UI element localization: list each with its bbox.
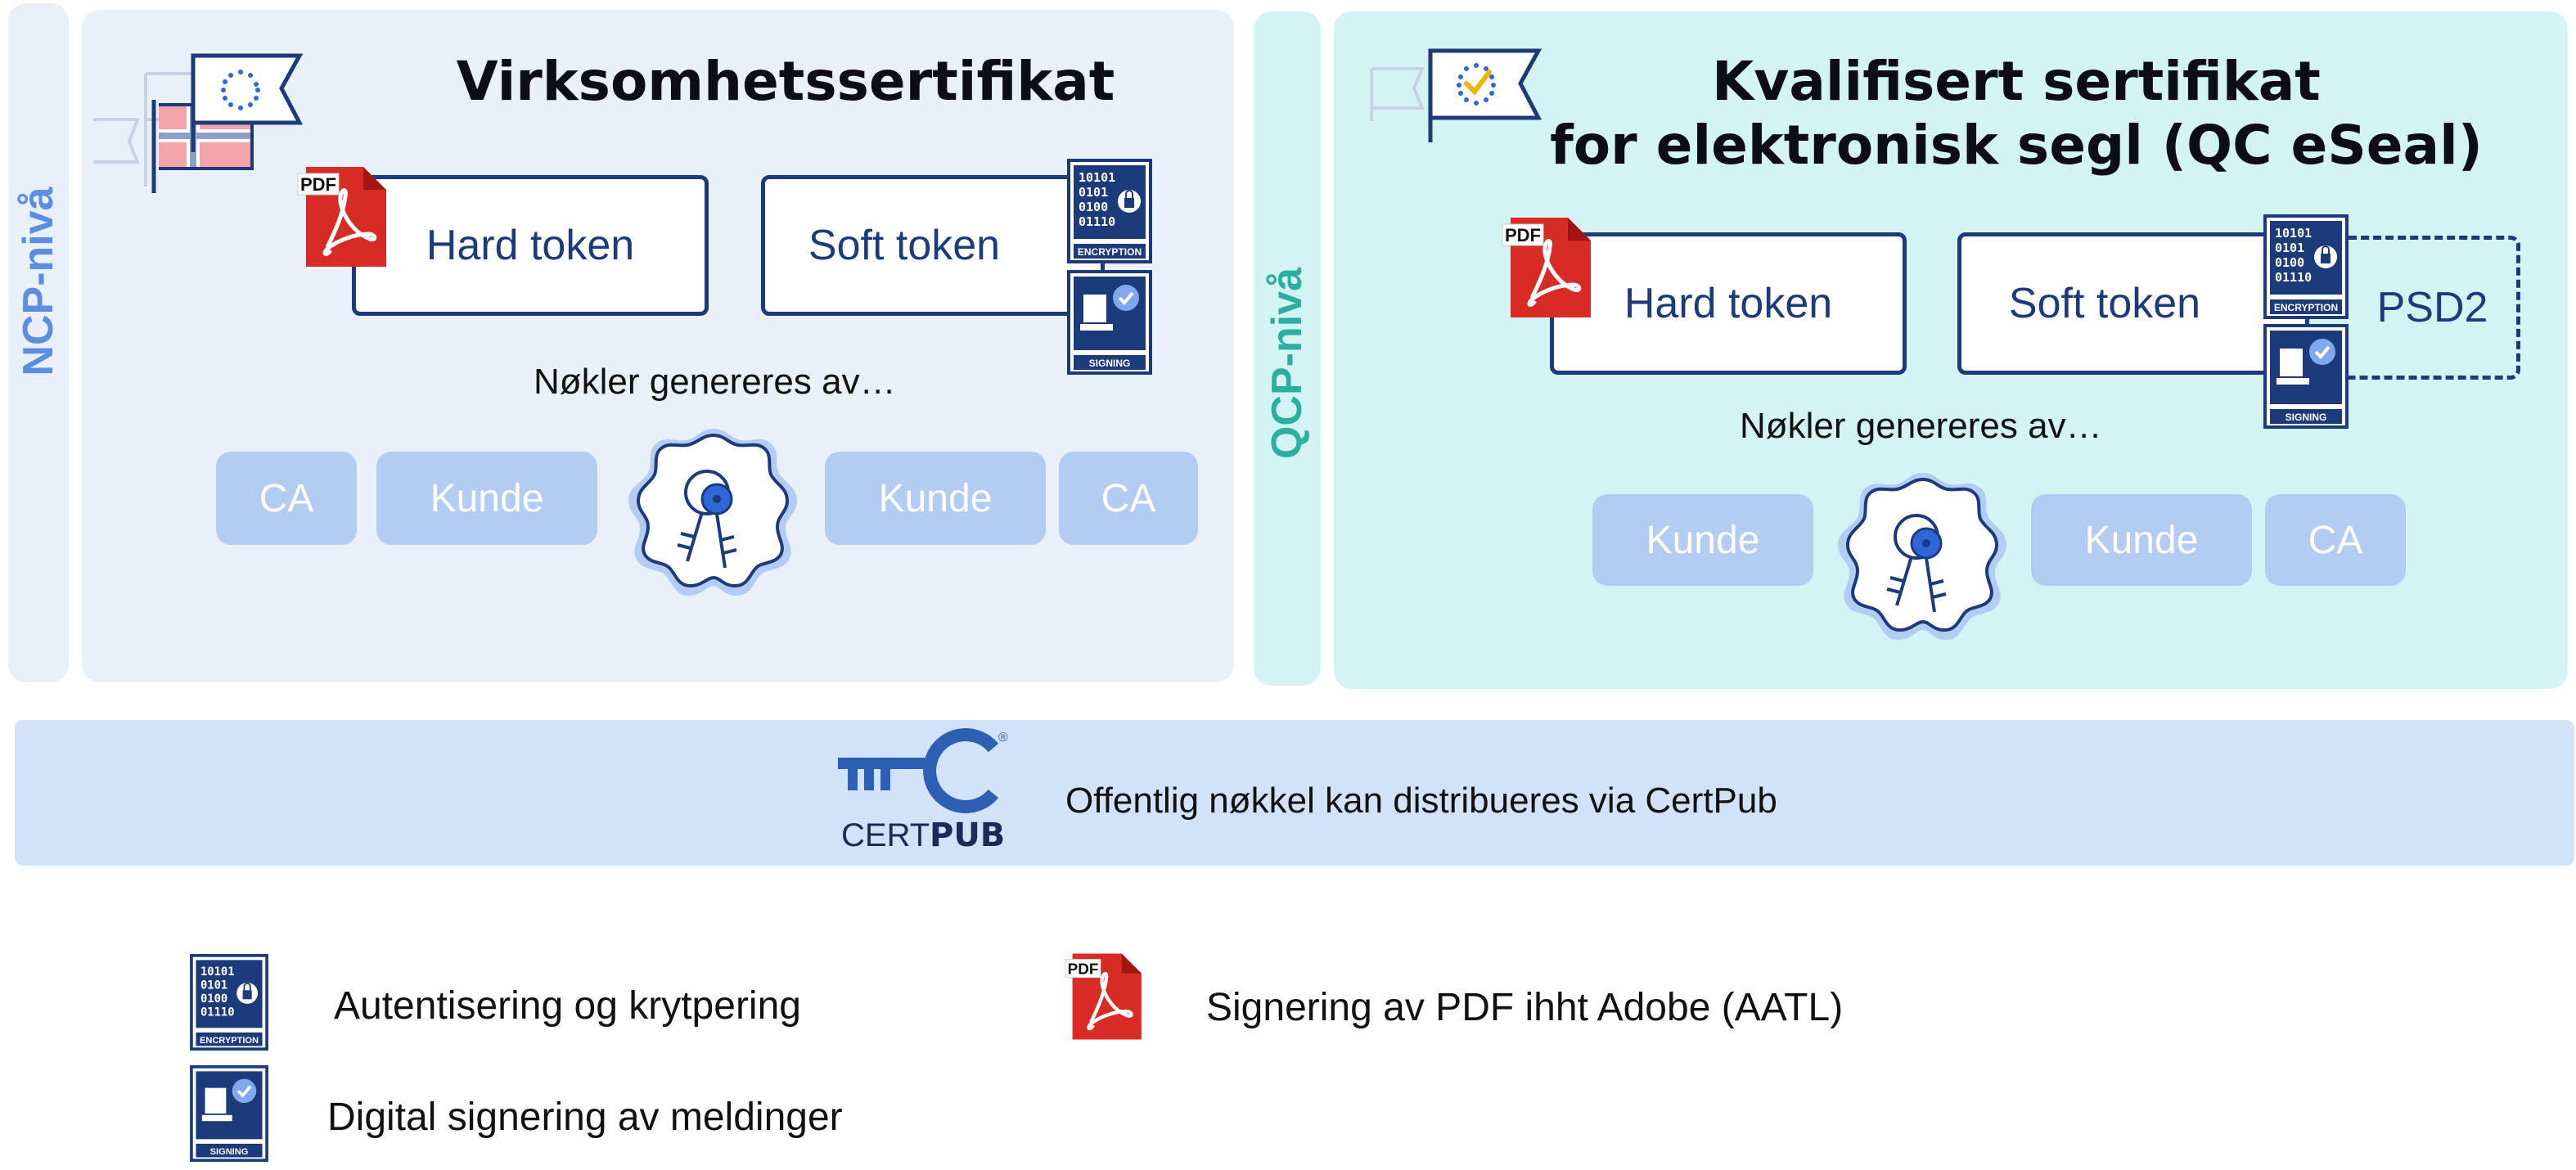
certpub-logo-text-light: CERT — [841, 817, 930, 853]
legend-pdf-text: Signering av PDF ihht Adobe (AATL) — [1206, 986, 1844, 1029]
pdf-label: PDF — [1068, 961, 1099, 978]
legend-pdf-icon: PDF — [1065, 953, 1142, 1040]
qcp-level-label: QCP-nivå — [1263, 267, 1311, 460]
binary-line-3: 0100 — [200, 992, 227, 1006]
eu-flag-icon — [1370, 48, 1542, 142]
right-pdf-icon: PDF — [1502, 218, 1591, 317]
certpub-description: Offentlig nøkkel kan distribueres via Ce… — [1065, 781, 1777, 821]
binary-line-2: 0101 — [1079, 185, 1108, 200]
certpub-logo-text-bold: PUB — [930, 817, 1005, 854]
norway-eu-flags-icon — [93, 53, 304, 193]
right-encryption-icon: 10101 0101 0100 01110 ENCRYPTION — [2263, 214, 2349, 319]
left-soft-token-box: Soft token — [761, 175, 1105, 316]
left-section-title: Virksomhetssertifikat — [456, 50, 1115, 113]
legend-signing-icon: SIGNING — [190, 1065, 268, 1162]
left-soft-token-label: Soft token — [808, 222, 1001, 269]
ncp-band — [8, 3, 69, 682]
left-encryption-icon: 10101 0101 0100 01110 ENCRYPTION — [1067, 159, 1152, 263]
binary-line-4: 01110 — [200, 1006, 235, 1019]
right-keys-note: Nøkler genereres av… — [1740, 406, 2102, 446]
certpub-logo: ® CERT PUB — [838, 728, 1008, 854]
psd2-box: PSD2 — [2299, 236, 2520, 380]
binary-line-3: 0100 — [1079, 200, 1108, 214]
binary-line-3: 0100 — [2275, 255, 2304, 270]
psd2-label: PSD2 — [2376, 284, 2488, 331]
left-chip-ca-2: CA — [1059, 452, 1198, 545]
right-hard-token-box: Hard token — [1550, 232, 1907, 375]
right-section-title-line1: Kvalifisert sertifikat — [1712, 50, 2321, 113]
binary-line-4: 01110 — [1079, 214, 1115, 229]
right-soft-token-box: Soft token — [1957, 232, 2309, 375]
right-hard-token-label: Hard token — [1624, 280, 1833, 327]
left-keys-note: Nøkler genereres av… — [534, 362, 896, 402]
binary-line-2: 0101 — [2275, 241, 2304, 255]
binary-line-2: 0101 — [200, 979, 227, 992]
right-chip-kunde-1: Kunde — [1592, 494, 1813, 586]
binary-line-1: 10101 — [1079, 170, 1115, 185]
right-chip-ca: CA — [2265, 494, 2406, 586]
encryption-label: ENCRYPTION — [200, 1036, 259, 1046]
left-hard-token-label: Hard token — [426, 222, 635, 269]
binary-line-4: 01110 — [2275, 270, 2312, 285]
right-section-title-line2: for elektronisk segl (QC eSeal) — [1550, 114, 2483, 177]
qcp-band — [1254, 11, 1321, 686]
encryption-label: ENCRYPTION — [1078, 246, 1142, 258]
right-chip-kunde-2: Kunde — [2031, 494, 2252, 586]
left-signing-icon: SIGNING — [1067, 270, 1152, 375]
signing-label: SIGNING — [2286, 412, 2327, 423]
right-signing-icon: SIGNING — [2263, 324, 2349, 429]
pdf-label: PDF — [300, 174, 336, 195]
left-chip-ca-1: CA — [216, 452, 357, 545]
signing-label: SIGNING — [1089, 358, 1131, 369]
legend-encryption-icon: 10101 0101 0100 01110 ENCRYPTION — [190, 954, 268, 1051]
left-chip-kunde-2: Kunde — [825, 452, 1046, 545]
pdf-label: PDF — [1505, 225, 1541, 245]
legend-signing-text: Digital signering av meldinger — [327, 1096, 843, 1139]
ncp-level-label: NCP-nivå — [15, 187, 62, 376]
legend-encryption-text: Autentisering og krytpering — [334, 984, 801, 1028]
right-soft-token-label: Soft token — [2008, 280, 2201, 327]
binary-line-1: 10101 — [2275, 226, 2312, 241]
encryption-label: ENCRYPTION — [2274, 302, 2338, 313]
right-key-badge-icon — [1838, 473, 2006, 640]
left-key-badge-icon — [628, 429, 797, 596]
left-hard-token-box: Hard token — [352, 175, 709, 316]
registered-mark: ® — [998, 731, 1008, 745]
binary-line-1: 10101 — [200, 965, 235, 979]
certpub-band — [15, 720, 2574, 866]
signing-label: SIGNING — [210, 1147, 249, 1157]
left-chip-kunde-1: Kunde — [376, 452, 597, 545]
left-pdf-icon: PDF — [297, 167, 386, 267]
